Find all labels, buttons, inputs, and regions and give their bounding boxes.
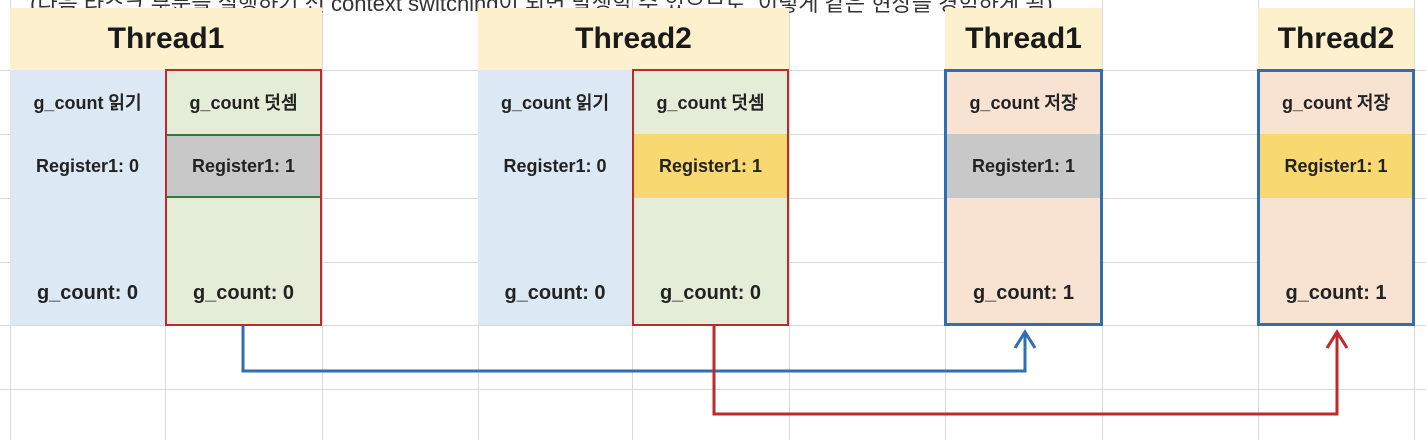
thread2-gcount-after: g_count: 0 [659, 282, 762, 304]
thread2-register-before: Register1: 0 [503, 155, 607, 176]
thread1-save-register: Register1: 1 [971, 155, 1076, 176]
thread2-register-after: Register1: 1 [658, 155, 763, 176]
thread1-arrowhead-icon [1013, 329, 1037, 349]
thread1-add-outline [165, 69, 322, 326]
thread2-read-column [478, 70, 632, 325]
thread1-gcount-after: g_count: 0 [192, 282, 295, 304]
thread2-register-highlight [632, 134, 789, 198]
thread1-register-after: Register1: 1 [191, 155, 296, 176]
thread1-save-register-highlight [945, 134, 1102, 198]
thread1-read-column [10, 70, 165, 325]
thread1-save-outline [944, 69, 1103, 326]
thread2-add-outline [632, 69, 789, 326]
thread1-register-highlight [165, 134, 322, 198]
thread1-gcount-before: g_count: 0 [36, 282, 139, 304]
thread1-save-gcount: g_count: 1 [972, 282, 1075, 304]
thread2-gcount-before: g_count: 0 [504, 282, 606, 304]
thread2-save-header: Thread2 [1258, 8, 1414, 70]
thread1-save-header: Thread1 [945, 8, 1102, 70]
thread1-read-label: g_count 읽기 [33, 93, 142, 113]
thread2-save-label: g_count 저장 [1281, 93, 1391, 113]
thread1-save-label: g_count 저장 [969, 93, 1078, 113]
thread2-save-register-highlight [1258, 134, 1414, 198]
thread2-read-label: g_count 읽기 [500, 93, 610, 113]
thread2-arrowhead-icon [1325, 329, 1349, 349]
thread1-header: Thread1 [10, 8, 322, 70]
thread2-header: Thread2 [478, 8, 789, 70]
thread2-save-gcount: g_count: 1 [1285, 282, 1387, 304]
thread1-add-label: g_count 덧셈 [189, 93, 298, 113]
thread1-to-save-arrow [241, 326, 1027, 373]
thread2-save-outline [1257, 69, 1415, 326]
thread2-add-label: g_count 덧셈 [656, 93, 765, 113]
thread2-to-save-arrow [712, 326, 1339, 416]
thread2-save-register: Register1: 1 [1284, 155, 1388, 176]
thread1-register-before: Register1: 0 [35, 155, 140, 176]
